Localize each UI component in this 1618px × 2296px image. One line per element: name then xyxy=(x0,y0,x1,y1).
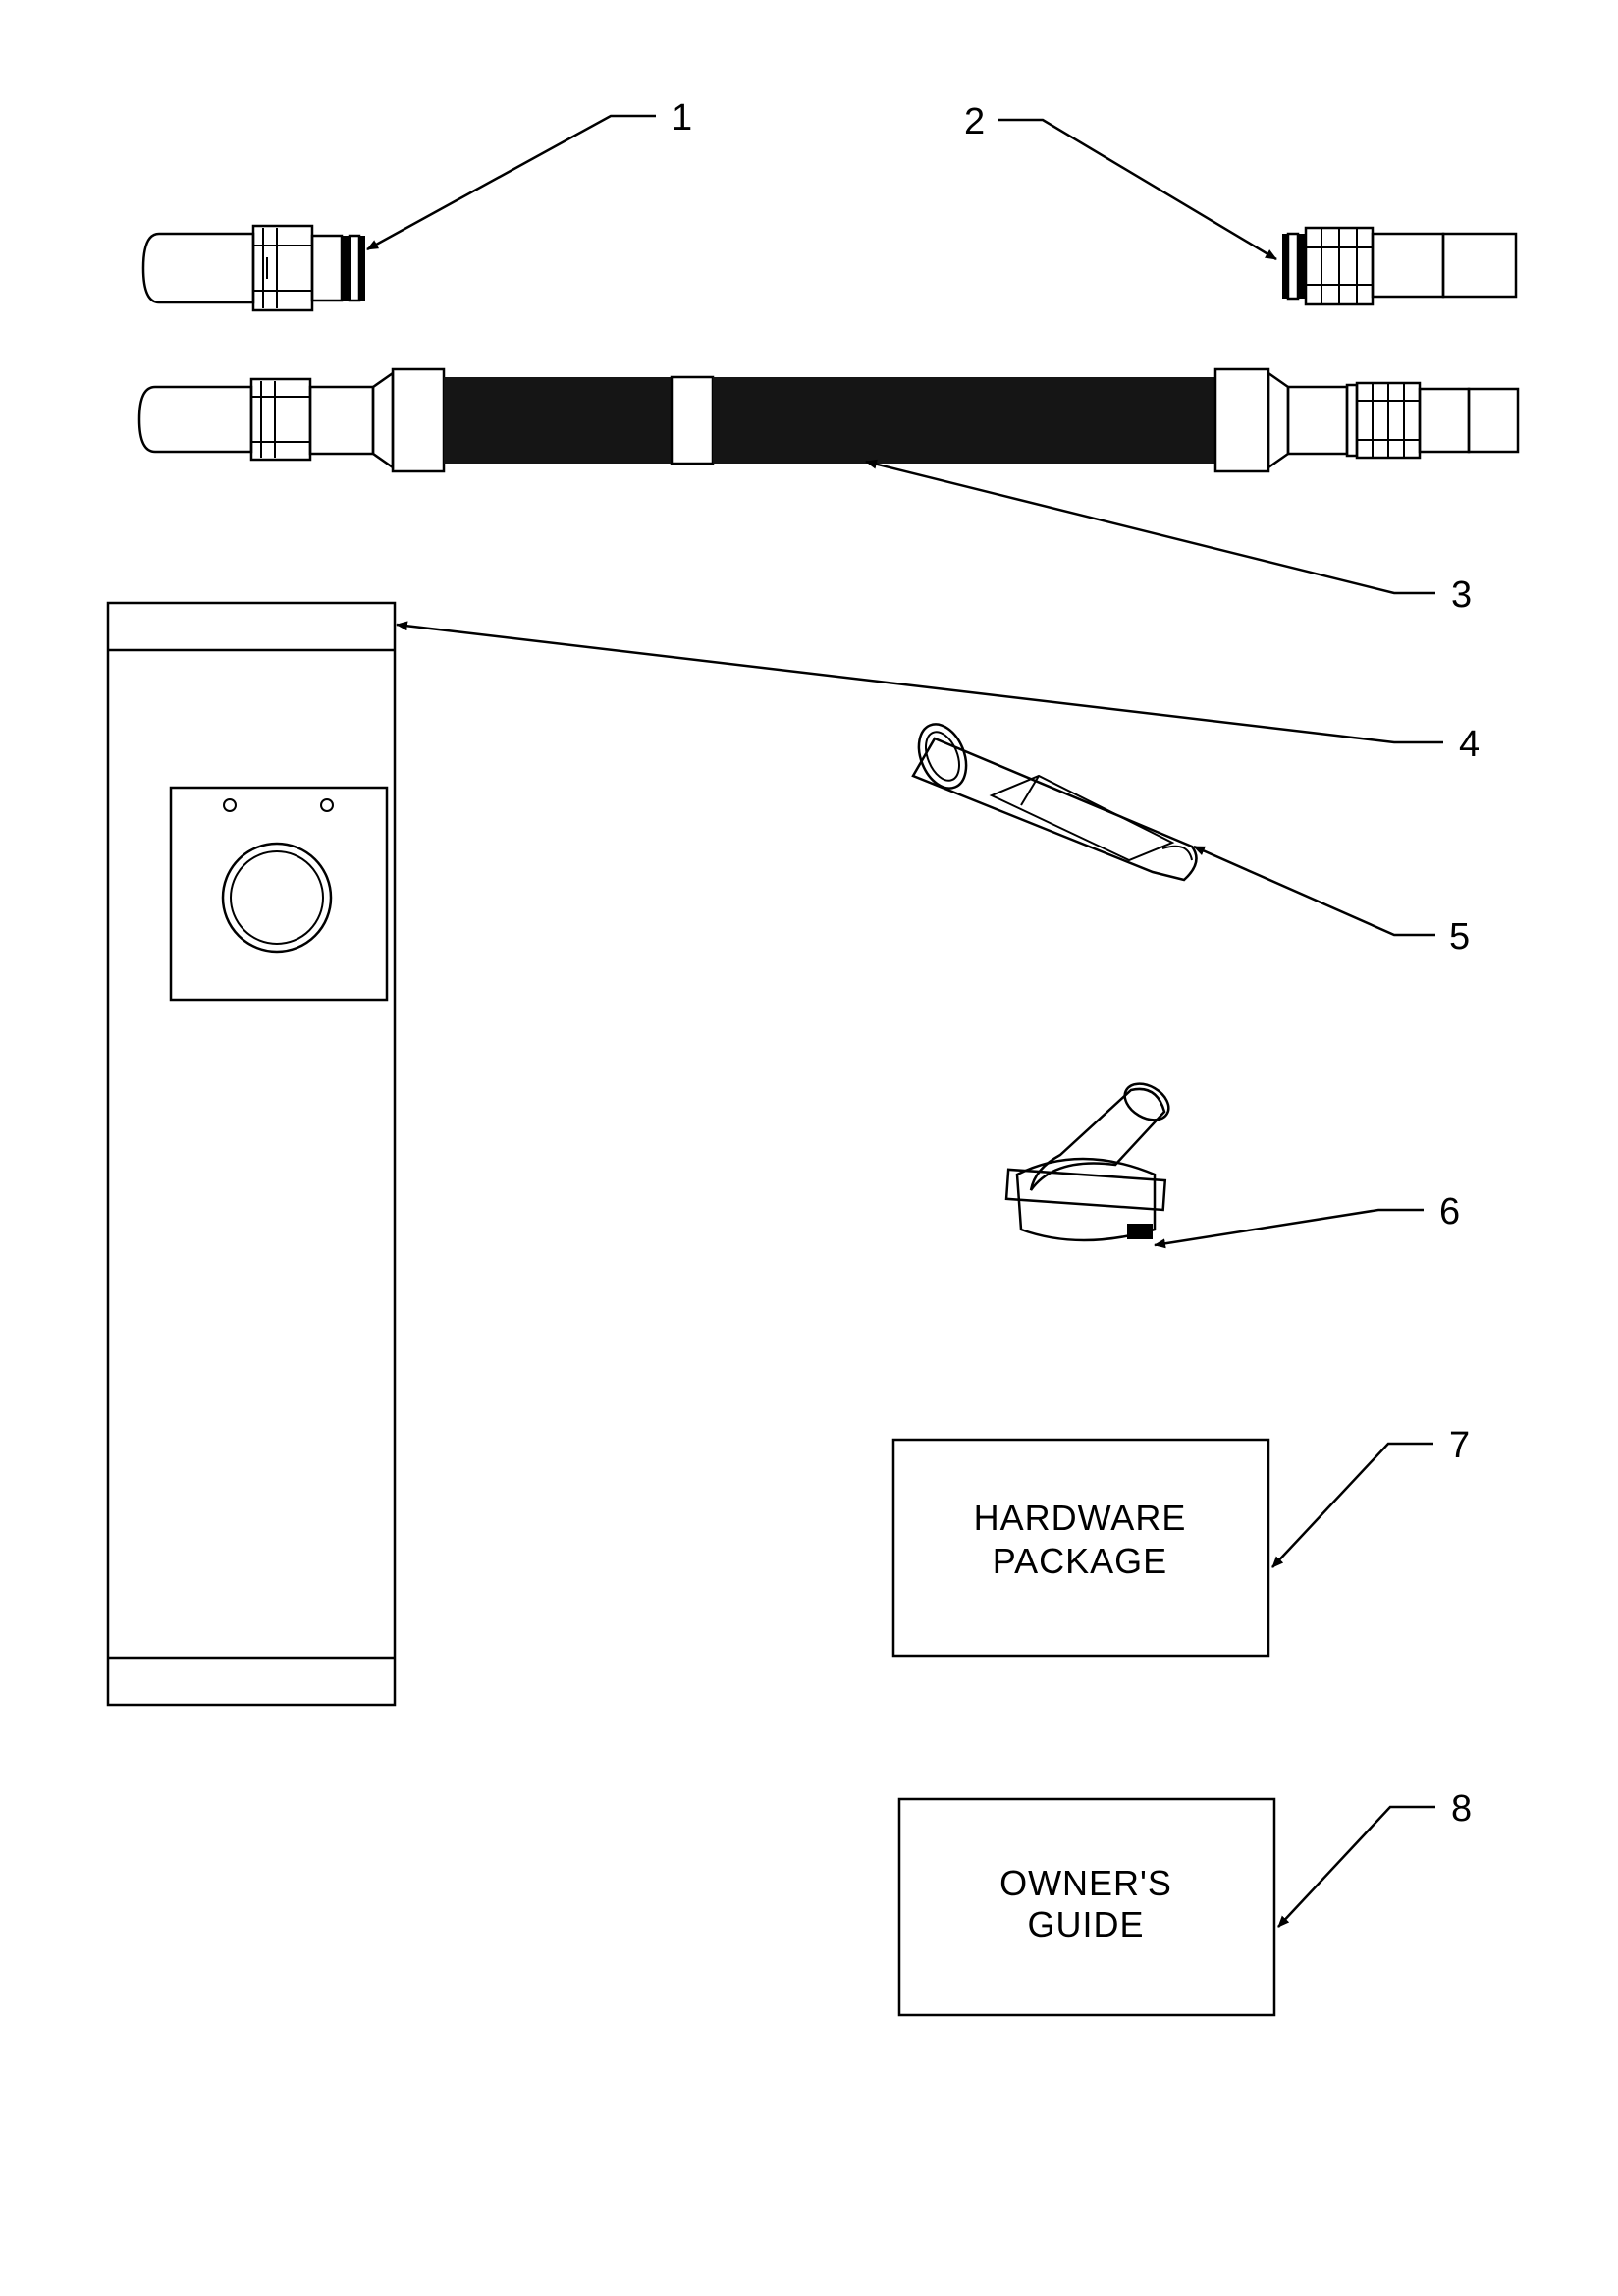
leader-3 xyxy=(865,459,1435,595)
callout-7: 7 xyxy=(1449,1425,1470,1466)
callout-numbers: 1 2 3 4 5 6 7 8 xyxy=(672,97,1480,1830)
part-2-hose-cuff xyxy=(1282,226,1518,306)
leader-6 xyxy=(1154,1208,1424,1249)
leader-4 xyxy=(396,621,1443,744)
hardware-label-line2: PACKAGE xyxy=(993,1541,1167,1581)
leader-lines xyxy=(366,114,1443,1928)
guide-label-line1: OWNER'S xyxy=(999,1863,1172,1903)
hardware-package-box: HARDWARE PACKAGE xyxy=(891,1438,1270,1658)
callout-3: 3 xyxy=(1451,574,1472,616)
guide-label-line2: GUIDE xyxy=(1027,1904,1144,1944)
leader-1 xyxy=(366,114,656,251)
part-4-filter-bag xyxy=(106,601,397,1707)
callout-8: 8 xyxy=(1451,1788,1472,1830)
hardware-label-line1: HARDWARE xyxy=(974,1498,1187,1538)
leader-7 xyxy=(1271,1442,1433,1568)
part-6-upholstery-nozzle xyxy=(1004,1082,1170,1242)
callout-1: 1 xyxy=(672,97,692,138)
callout-2: 2 xyxy=(964,101,985,142)
part-3-hose-assembly xyxy=(137,367,1520,473)
owners-guide-box: OWNER'S GUIDE xyxy=(897,1797,1276,2017)
part-1-hose-cuff xyxy=(141,224,365,312)
leader-2 xyxy=(998,118,1277,261)
callout-6: 6 xyxy=(1439,1191,1460,1232)
part-5-crevice-tool xyxy=(911,723,1198,882)
callout-5: 5 xyxy=(1449,916,1470,957)
callout-4: 4 xyxy=(1459,724,1480,765)
leader-5 xyxy=(1193,845,1435,937)
leader-8 xyxy=(1277,1805,1435,1928)
